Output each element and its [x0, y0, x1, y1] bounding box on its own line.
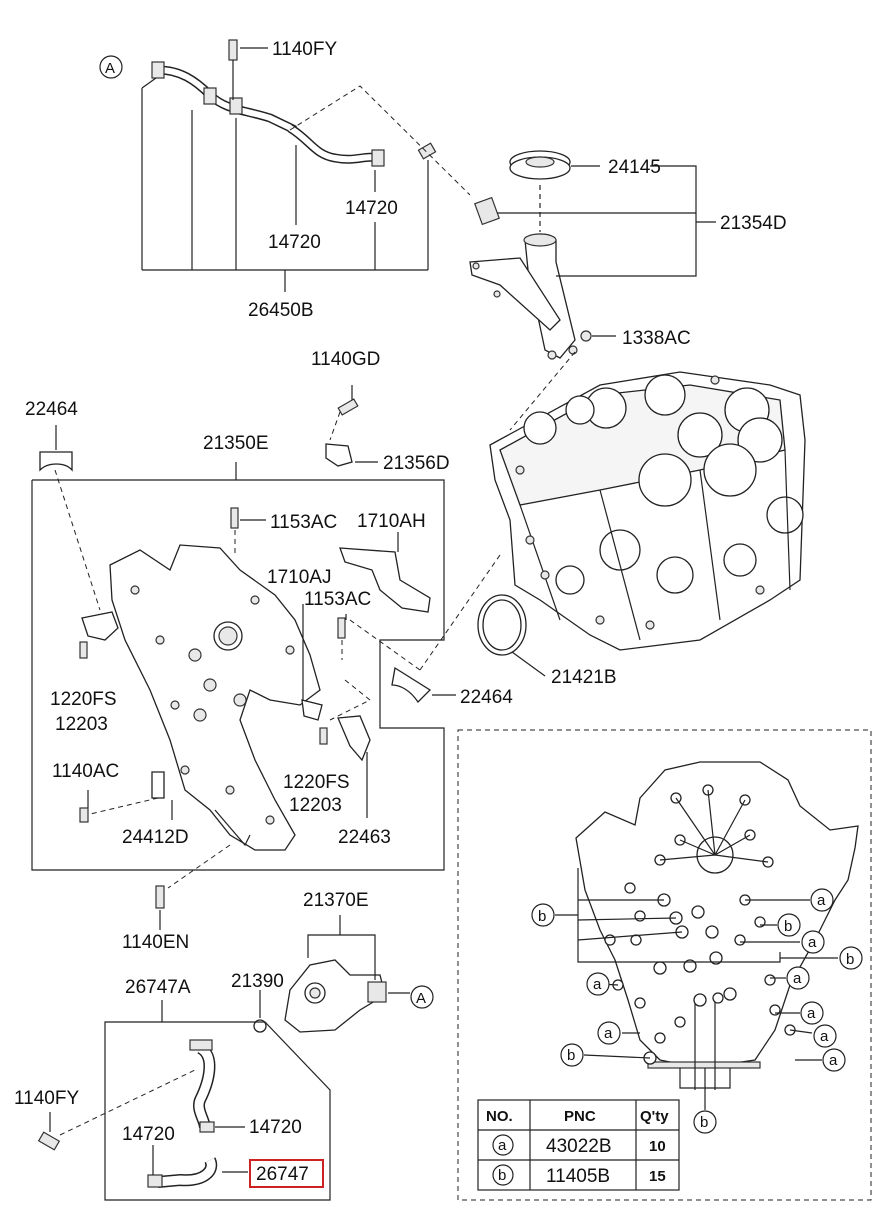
gasket-21421B	[477, 594, 546, 677]
table-header-qty: Q'ty	[640, 1108, 669, 1125]
callout-b: b	[538, 908, 546, 925]
callout-a: a	[593, 976, 602, 993]
cover-fasteners	[79, 507, 431, 823]
part-labels: 1140FY 14720 14720 26450B 24145 21354D 1…	[14, 39, 787, 1188]
water-inlet-assembly	[253, 915, 410, 1033]
label-1140GD: 1140GD	[311, 349, 380, 370]
pnc-table: NO. PNC Q'ty a 43022B 10 b 11405B 15	[477, 1099, 680, 1191]
label-24412D: 24412D	[122, 827, 189, 848]
callout-a: a	[807, 1005, 816, 1022]
label-12203-b: 12203	[289, 795, 342, 816]
bypass-hose-assembly	[37, 1000, 331, 1201]
label-12203-a: 12203	[55, 714, 108, 735]
timing-cover-frame	[31, 462, 445, 871]
oil-filler-assembly	[469, 150, 716, 431]
table-header-no: NO.	[486, 1108, 513, 1125]
callout-b: b	[784, 918, 792, 935]
label-14720-b: 14720	[268, 232, 321, 253]
table-row-no: b	[498, 1167, 506, 1184]
label-14720-d: 14720	[249, 1117, 302, 1138]
label-22464-top: 22464	[25, 399, 78, 420]
label-14720-c: 14720	[122, 1124, 175, 1145]
label-1140AC: 1140AC	[52, 761, 119, 782]
label-24145: 24145	[608, 157, 661, 178]
label-1710AH: 1710AH	[357, 511, 426, 532]
callouts: A A b a b a b a a a a a a b b	[99, 55, 863, 1134]
table-header-pnc: PNC	[564, 1108, 596, 1125]
label-1220FS-a: 1220FS	[50, 689, 117, 710]
label-26747: 26747	[256, 1164, 309, 1185]
label-21421B: 21421B	[551, 667, 617, 688]
detail-view-frame	[457, 729, 872, 1201]
label-1153AC-a: 1153AC	[270, 512, 337, 533]
callout-a: a	[829, 1052, 838, 1069]
label-22463: 22463	[338, 827, 391, 848]
callout-b: b	[567, 1047, 575, 1064]
breather-hose-assembly	[141, 39, 471, 292]
label-1710AJ: 1710AJ	[267, 567, 331, 588]
dowel-22464-mid	[391, 554, 501, 704]
hose-clamp	[229, 97, 243, 115]
highlight-box	[249, 1159, 324, 1188]
table-row-qty: 15	[649, 1168, 666, 1185]
dowel-22464-top	[39, 425, 101, 611]
label-22464-mid: 22464	[460, 687, 513, 708]
table-row-no: a	[498, 1137, 507, 1154]
bolt-1140EN	[155, 885, 165, 930]
hose-clamp	[151, 61, 165, 79]
label-21390: 21390	[231, 971, 284, 992]
callout-A-top: A	[105, 60, 115, 77]
timing-cover-detail	[555, 761, 859, 1110]
timing-cover	[109, 544, 321, 889]
callout-a: a	[808, 934, 817, 951]
callout-b: b	[700, 1114, 708, 1131]
label-1140FY-bottom: 1140FY	[14, 1088, 79, 1109]
grommet	[417, 142, 437, 160]
label-14720-a: 14720	[345, 198, 398, 219]
callout-a: a	[820, 1028, 829, 1045]
label-26747A: 26747A	[125, 977, 191, 998]
callout-b: b	[846, 951, 854, 968]
hose-clamp	[371, 149, 385, 167]
callout-A-bottom: A	[416, 990, 426, 1007]
callout-a: a	[604, 1025, 613, 1042]
label-1140FY-top: 1140FY	[272, 39, 337, 60]
label-26450B: 26450B	[248, 300, 314, 321]
callout-a: a	[793, 970, 802, 987]
bolt-1140FY	[228, 39, 238, 61]
label-1338AC: 1338AC	[622, 328, 691, 349]
label-1220FS-b: 1220FS	[283, 772, 350, 793]
label-1153AC-b: 1153AC	[304, 589, 371, 610]
sensor-bracket	[325, 385, 378, 467]
engine-block	[489, 371, 806, 651]
hose-clamp	[203, 87, 217, 105]
label-21350E: 21350E	[203, 433, 269, 454]
label-1140EN: 1140EN	[122, 932, 189, 953]
table-row-pnc: 11405B	[546, 1166, 610, 1187]
label-21354D: 21354D	[720, 213, 787, 234]
label-21370E: 21370E	[303, 890, 369, 911]
label-21356D: 21356D	[383, 453, 450, 474]
table-row-pnc: 43022B	[546, 1136, 612, 1157]
table-row-qty: 10	[649, 1138, 666, 1155]
callout-a: a	[817, 892, 826, 909]
